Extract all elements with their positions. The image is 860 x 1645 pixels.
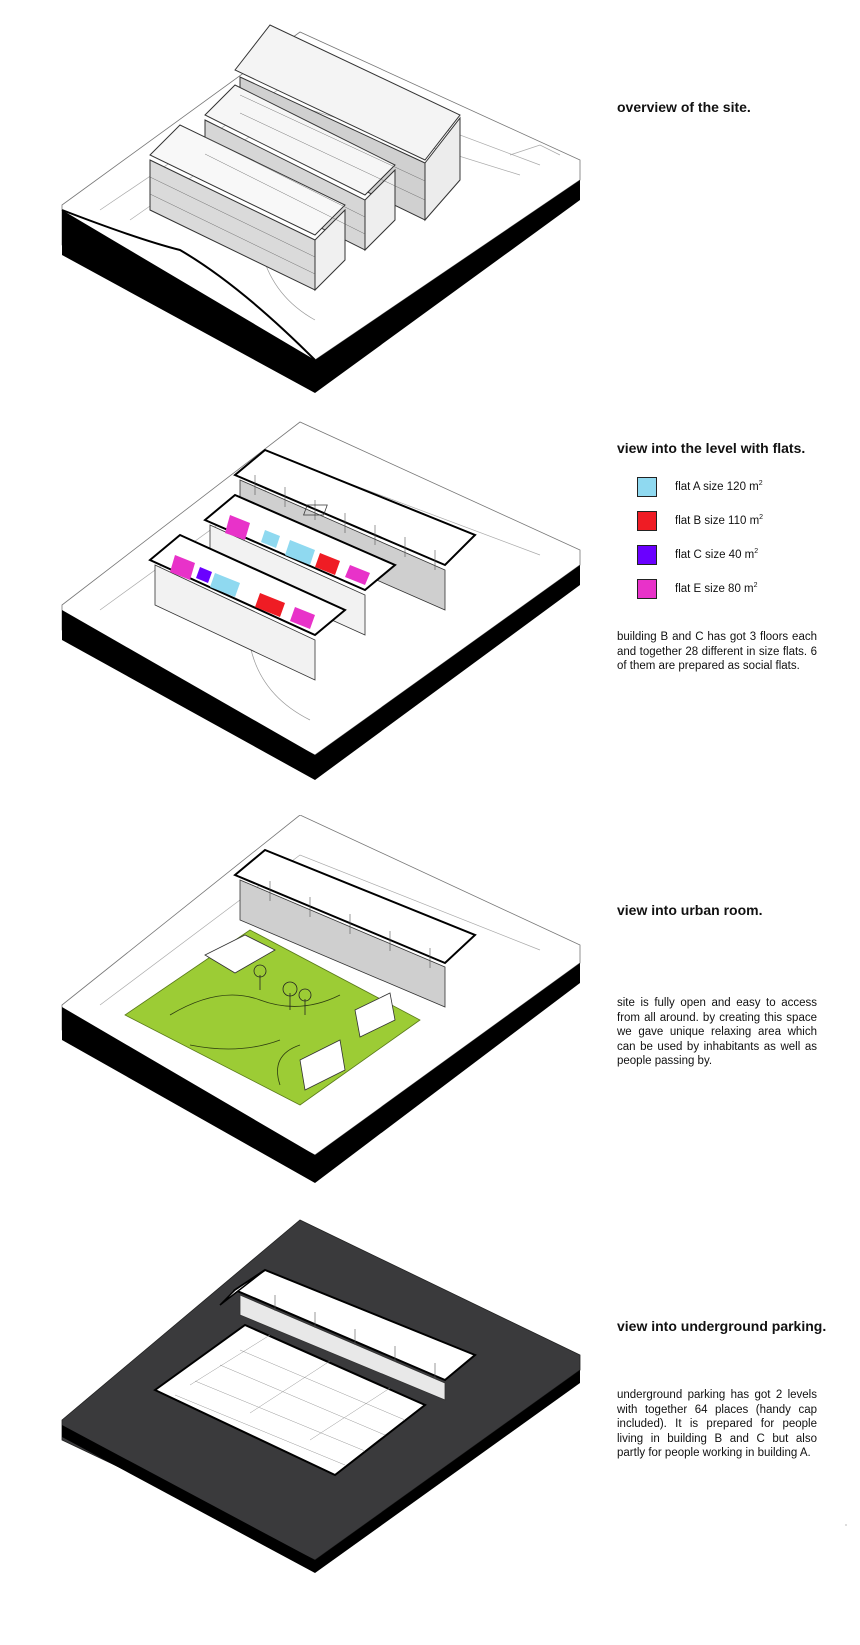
legend-swatch: [637, 545, 657, 565]
legend-unit-sup: 2: [754, 548, 759, 555]
legend-label: flat E size 80 m: [675, 582, 754, 595]
panel-flats: view into the level with flats. flat A s…: [0, 400, 860, 800]
overview-axonometric: [61, 24, 581, 393]
description-flats: building B and C has got 3 floors each a…: [617, 631, 817, 672]
heading-urban-room: view into urban room.: [617, 902, 763, 918]
legend-swatch: [637, 511, 657, 531]
stray-dot: [845, 1524, 847, 1526]
panel-urban-room: view into urban room. site is fully open…: [0, 805, 860, 1205]
heading-overview: overview of the site.: [617, 99, 751, 115]
legend-unit-sup: 2: [753, 582, 758, 589]
heading-parking: view into underground parking.: [617, 1318, 827, 1334]
legend-unit-sup: 2: [758, 480, 763, 487]
flats-axonometric: [61, 421, 581, 780]
legend-swatch: [637, 579, 657, 599]
panel-parking: view into underground parking. undergrou…: [0, 1215, 860, 1645]
legend-unit-sup: 2: [759, 514, 764, 521]
parking-axonometric: [61, 1219, 581, 1573]
legend-label: flat C size 40 m: [675, 548, 755, 561]
panel-overview: overview of the site.: [0, 0, 860, 400]
legend-swatch: [637, 477, 657, 497]
description-parking: underground parking has got 2 levels wit…: [617, 1389, 817, 1459]
legend-label: flat B size 110 m: [675, 514, 760, 527]
description-urban-room: site is fully open and easy to access fr…: [617, 997, 817, 1067]
heading-flats: view into the level with flats.: [617, 440, 806, 456]
legend-label: flat A size 120 m: [675, 480, 759, 493]
urban-room-axonometric: [61, 815, 581, 1183]
